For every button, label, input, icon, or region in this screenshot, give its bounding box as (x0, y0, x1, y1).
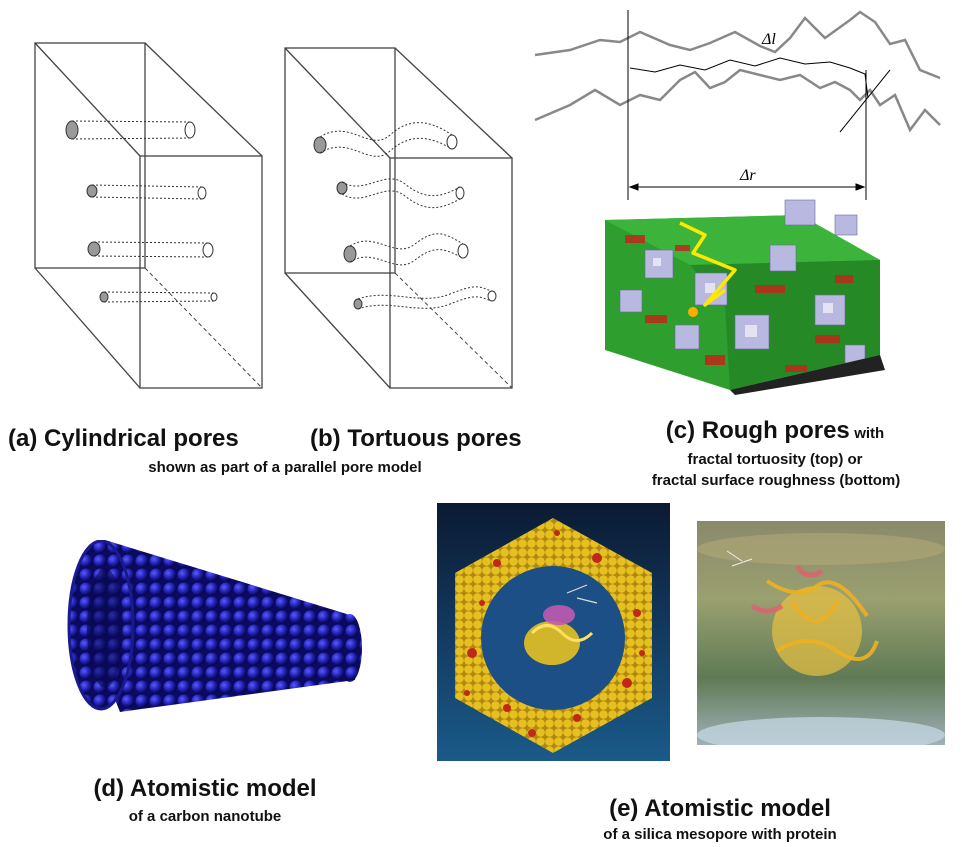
caption-e: (e) Atomistic model (609, 795, 831, 822)
caption-e-sub: of a silica mesopore with protein (603, 826, 837, 843)
caption-b: (b) Tortuous pores (310, 425, 522, 452)
caption-c-sub2: fractal surface roughness (bottom) (651, 472, 901, 489)
tortuous-pore-diagram (280, 38, 520, 393)
fractal-tortuosity-plot: Δl Δr (530, 10, 950, 205)
delta-l-label: Δl (761, 31, 776, 48)
fractal-surface-render (585, 195, 890, 395)
protein-closeup-render (697, 521, 945, 745)
cylindrical-pore-diagram (30, 38, 270, 393)
caption-d-sub: of a carbon nanotube (128, 808, 282, 825)
delta-r-label: Δr (739, 167, 756, 184)
caption-ab-sub: shown as part of a parallel pore model (148, 459, 422, 476)
carbon-nanotube-render (65, 540, 365, 715)
caption-c-sub1: fractal tortuosity (top) or (687, 451, 863, 468)
caption-c: (c) Rough pores with (665, 417, 885, 444)
caption-a: (a) Cylindrical pores (8, 425, 239, 452)
caption-d: (d) Atomistic model (93, 775, 317, 802)
silica-mesopore-render (437, 503, 670, 761)
